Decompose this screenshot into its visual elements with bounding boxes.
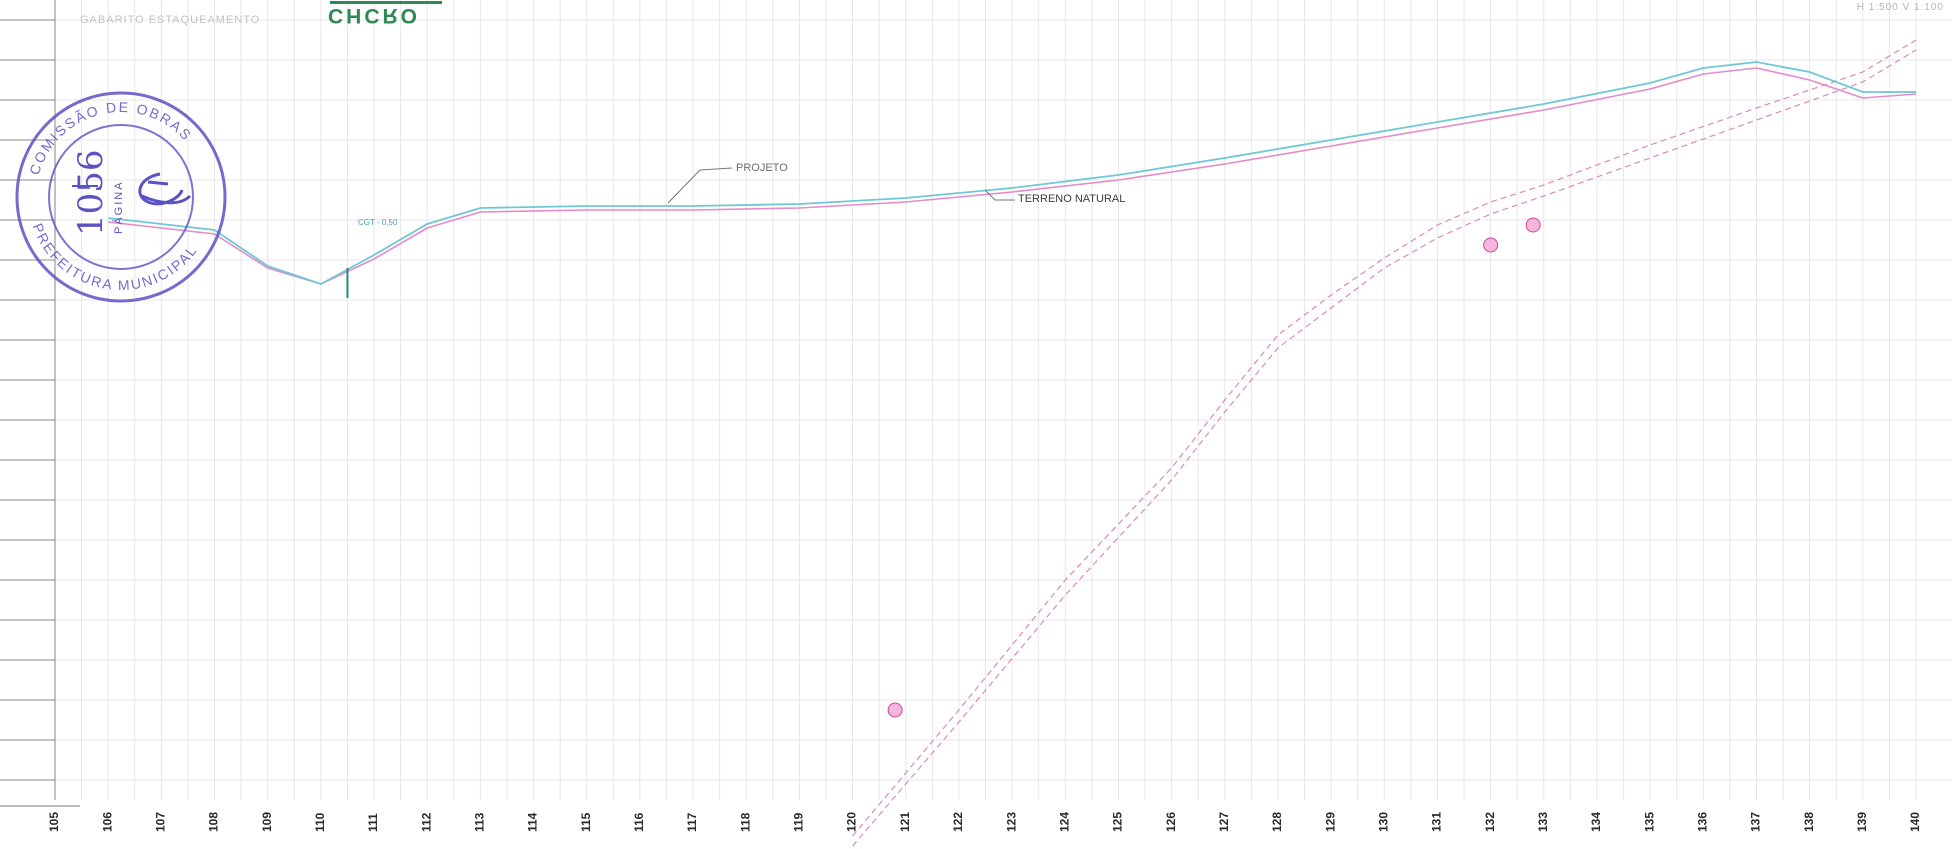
station-label: 132 bbox=[1483, 812, 1497, 832]
stamp-page-word: PÁGINA bbox=[112, 180, 125, 234]
station-label: 140 bbox=[1908, 812, 1922, 832]
station-label: 113 bbox=[473, 812, 487, 832]
station-label: 116 bbox=[632, 812, 646, 832]
header-note: GABARITO ESTAQUEAMENTO bbox=[80, 14, 261, 26]
elevation-tag: CGT - 0,50 bbox=[358, 218, 398, 227]
station-label: 112 bbox=[419, 812, 433, 832]
profile-lines bbox=[108, 39, 1917, 847]
label-terreno-natural: TERRENO NATURAL bbox=[1018, 193, 1126, 205]
survey-marker bbox=[887, 702, 903, 718]
survey-marker bbox=[1525, 217, 1541, 233]
slope-line-lower bbox=[852, 49, 1917, 847]
station-label: 122 bbox=[951, 812, 965, 832]
station-label: 133 bbox=[1536, 812, 1550, 832]
station-label: 129 bbox=[1323, 812, 1337, 832]
scale-note: H 1:500 V 1:100 bbox=[1856, 2, 1944, 13]
station-label: 119 bbox=[792, 812, 806, 832]
stamp-outer-ring bbox=[15, 91, 227, 303]
leader-projeto bbox=[667, 167, 733, 204]
station-label: 123 bbox=[1004, 812, 1018, 832]
station-label: 134 bbox=[1589, 812, 1603, 832]
survey-marker bbox=[1483, 237, 1499, 253]
logo: CHCRO bbox=[328, 4, 420, 27]
terreno-natural-line bbox=[108, 67, 1917, 285]
station-label: 114 bbox=[526, 812, 540, 832]
station-label: 111 bbox=[366, 813, 380, 832]
station-label: 117 bbox=[685, 812, 699, 832]
station-label: 138 bbox=[1802, 812, 1816, 832]
grid bbox=[54, 0, 1952, 800]
station-label: 118 bbox=[738, 812, 752, 832]
logo-bar bbox=[330, 1, 442, 4]
station-label: 106 bbox=[100, 812, 114, 832]
station-label: 139 bbox=[1855, 812, 1869, 832]
projeto-line bbox=[108, 61, 1916, 285]
station-label: 115 bbox=[579, 812, 593, 832]
station-label: 127 bbox=[1217, 812, 1231, 832]
stamp-inner-ring bbox=[48, 124, 194, 270]
station-label: 126 bbox=[1164, 812, 1178, 832]
station-label: 131 bbox=[1430, 812, 1444, 832]
station-axis: 105 106 107 108 109 110 111 112 113 114 115 116 117 1… bbox=[0, 805, 1922, 832]
municipal-stamp: COMISSÃO DE OBRAS PREFEITURA MUNICIPAL 1… bbox=[15, 91, 227, 303]
slope-line-upper bbox=[852, 39, 1917, 837]
station-label: 125 bbox=[1111, 812, 1125, 832]
stamp-page-number: 1056 bbox=[71, 149, 111, 236]
station-label: 108 bbox=[207, 812, 221, 832]
station-label: 130 bbox=[1376, 812, 1390, 832]
station-label: 120 bbox=[845, 812, 859, 832]
station-label: 110 bbox=[313, 812, 327, 832]
station-label: 107 bbox=[154, 812, 168, 832]
station-label: 109 bbox=[260, 812, 274, 832]
label-projeto: PROJETO bbox=[736, 162, 788, 174]
station-label: 128 bbox=[1270, 812, 1284, 832]
markers bbox=[887, 217, 1541, 718]
station-label: 135 bbox=[1642, 812, 1656, 832]
station-label: 105 bbox=[47, 812, 61, 832]
station-label: 124 bbox=[1057, 812, 1071, 832]
station-label: 137 bbox=[1749, 812, 1763, 832]
leader-terreno bbox=[984, 189, 1015, 201]
signature bbox=[138, 172, 192, 206]
station-label: 121 bbox=[898, 812, 912, 832]
station-label: 136 bbox=[1695, 812, 1709, 832]
left-elevation-ruler bbox=[0, 0, 56, 800]
